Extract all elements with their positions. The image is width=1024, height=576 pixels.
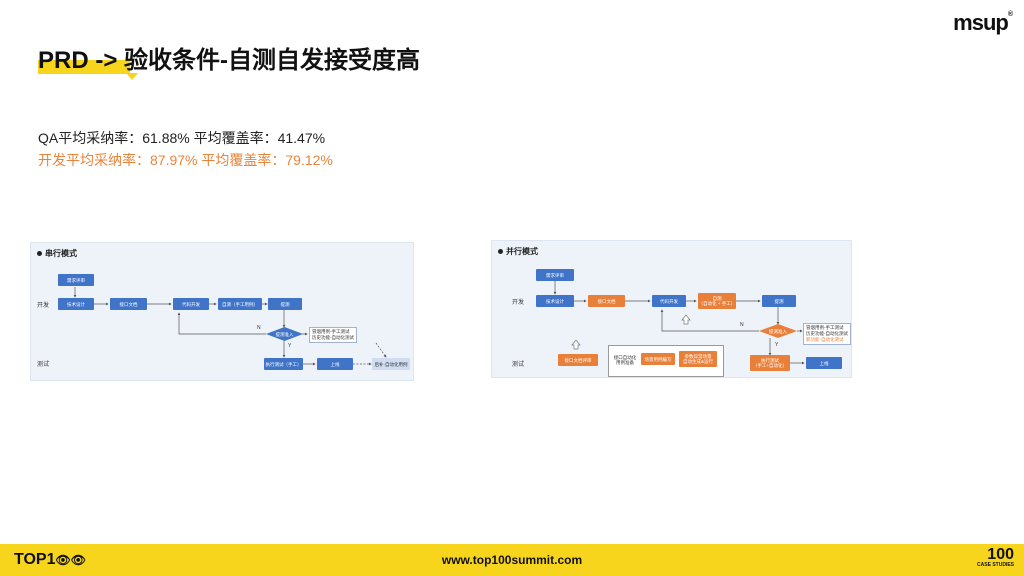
node-tech-design: 技术设计 xyxy=(536,295,574,307)
lane-dev: 开发 xyxy=(37,303,50,309)
note-smoke: 冒烟用例-手工测试 xyxy=(312,329,350,334)
node-code-dev: 代码开发 xyxy=(652,295,686,307)
exec-line1: 执行测试 xyxy=(761,358,779,363)
parallel-gate-note: 冒烟用例-手工测试 历史功能-自动化测试 新功能-自动化测试 xyxy=(803,323,851,345)
node-test-gate xyxy=(266,327,303,341)
node-backfill-automation: 后补·自动化用例 xyxy=(372,358,410,370)
serial-gate-note: 冒烟用例-手工测试 历史功能-自动化测试 xyxy=(309,327,357,343)
eyes-icon: 👁👁 xyxy=(55,553,86,567)
adoption-stats: QA平均采纳率：61.88% 平均覆盖率：41.47% 开发平均采纳率：87.9… xyxy=(38,127,333,171)
node-test-gate-label: 提测准入 xyxy=(769,328,787,334)
node-api-doc-review: 接口文档评审 xyxy=(558,354,598,366)
dev-stats: 开发平均采纳率：87.97% 平均覆盖率：79.12% xyxy=(38,152,333,168)
param-line2: 自动生成&运行 xyxy=(682,359,713,364)
node-param-exceptions: 参数异常场景 自动生成&运行 xyxy=(679,351,717,367)
parallel-mode-title: 并行模式 xyxy=(498,246,538,257)
footer-url[interactable]: www.top100summit.com xyxy=(441,553,583,567)
self-test-line1: 自测 xyxy=(712,296,722,301)
note-history: 历史功能-自动化测试 xyxy=(312,335,354,340)
brand-text: TOP1 xyxy=(14,551,56,568)
node-self-test: 自测 （自动化 + 手工） xyxy=(698,293,736,309)
parallel-mode-diagram: 并行模式 开发 测试 需求评审 技术设计 接口文档 代码开发 自测 （自动化 +… xyxy=(491,240,852,378)
lane-dev: 开发 xyxy=(512,300,525,306)
node-release: 上线 xyxy=(806,357,842,369)
node-code-dev: 代码开发 xyxy=(173,298,209,310)
parallel-flow-arrows xyxy=(553,281,805,365)
title-block: PRD -> 验收条件-自测自发接受度高 xyxy=(38,40,421,80)
branch-n-label: N xyxy=(257,325,261,331)
param-line1: 参数异常场景 xyxy=(684,354,712,359)
hundred-text: 100 xyxy=(987,546,1014,563)
serial-mode-diagram: 串行模式 开发 测试 需求评审 技术设计 接口文档 代码开发 自测（手工用例） … xyxy=(30,242,414,381)
logo-text: msup xyxy=(953,10,1009,35)
node-execute-test: 执行测试（手工） xyxy=(264,358,303,370)
node-tech-design: 技术设计 xyxy=(58,298,94,310)
note-new-feature: 新功能-自动化测试 xyxy=(806,337,844,342)
serial-title-text: 串行模式 xyxy=(45,249,77,258)
title-highlight xyxy=(38,60,130,74)
lane-test: 测试 xyxy=(512,362,525,368)
branch-n-label: N xyxy=(740,322,744,328)
qa-stats: QA平均采纳率：61.88% 平均覆盖率：41.47% xyxy=(38,130,326,146)
case-studies-text: CASE STUDIES xyxy=(977,562,1014,568)
node-release: 上线 xyxy=(317,358,353,370)
serial-mode-title: 串行模式 xyxy=(37,248,77,259)
exec-line2: （手工+自动化） xyxy=(752,363,788,368)
note-history: 历史功能-自动化测试 xyxy=(806,331,848,336)
node-submit-test: 提测 xyxy=(268,298,302,310)
branch-y-label: Y xyxy=(288,343,292,349)
node-test-gate-label: 提测准入 xyxy=(275,331,294,337)
footer-bar: TOP1👁👁 www.top100summit.com 100 CASE STU… xyxy=(0,544,1024,576)
node-test-gate xyxy=(759,324,797,338)
node-submit-test: 提测 xyxy=(762,295,796,307)
top100-brand: TOP1👁👁 xyxy=(14,551,86,569)
self-test-line2: （自动化 + 手工） xyxy=(698,301,736,306)
node-api-doc: 接口文档 xyxy=(110,298,147,310)
registered-mark: ® xyxy=(1007,10,1013,18)
node-scenario-cases: 场景用例编写 xyxy=(641,353,675,365)
title-highlight-tail xyxy=(126,73,138,80)
node-requirement-review: 需求评审 xyxy=(58,274,94,286)
node-api-automation-prep: 接口自动化 用例准备 xyxy=(611,353,639,367)
page-title: PRD -> 验收条件-自测自发接受度高 xyxy=(38,47,421,74)
node-self-test: 自测（手工用例） xyxy=(218,298,262,310)
serial-flow-arrows xyxy=(73,287,387,366)
parallel-title-text: 并行模式 xyxy=(506,247,538,256)
branch-y-label: Y xyxy=(775,342,779,348)
lane-test: 测试 xyxy=(37,362,50,368)
bullet-icon xyxy=(37,251,42,257)
bullet-icon xyxy=(498,249,503,255)
case-studies-logo: 100 CASE STUDIES xyxy=(977,546,1014,569)
auto-prep-line1: 接口自动化 xyxy=(613,355,637,360)
auto-prep-line2: 用例准备 xyxy=(616,360,634,365)
node-api-doc: 接口文档 xyxy=(588,295,625,307)
msup-logo: msup® xyxy=(953,10,1013,36)
note-smoke: 冒烟用例-手工测试 xyxy=(806,325,844,330)
node-execute-test: 执行测试 （手工+自动化） xyxy=(750,355,790,371)
node-requirement-review: 需求评审 xyxy=(536,269,574,281)
